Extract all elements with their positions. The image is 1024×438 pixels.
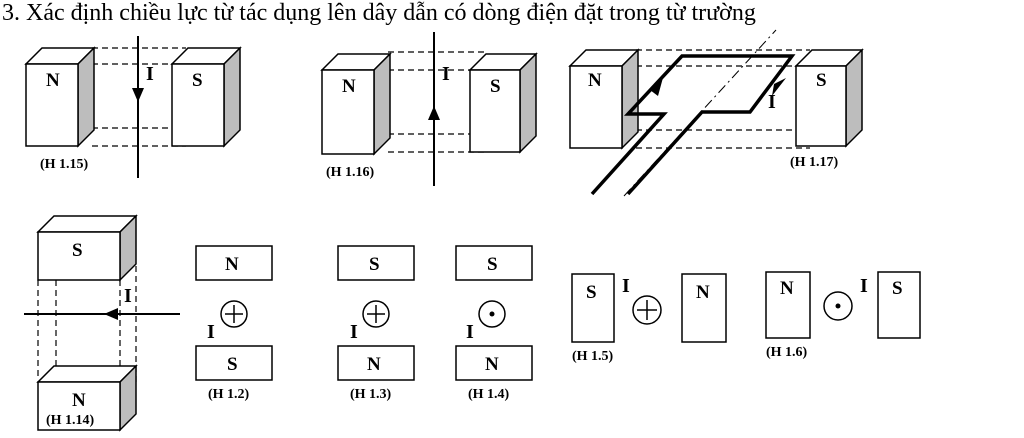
pole-label-s: S: [490, 76, 501, 97]
pole-label-s: S: [72, 240, 83, 261]
pole-label-n: N: [342, 76, 356, 97]
magnet-north-h1-17: N: [568, 48, 640, 150]
magnet-north-h1-3: [337, 345, 415, 381]
current-arrow-loop-up: [650, 74, 664, 96]
figure-caption: (H 1.17): [790, 155, 839, 170]
current-arrow-left: [104, 308, 118, 320]
pole-label-s: S: [487, 254, 498, 275]
field-region-h1-16: [388, 51, 484, 153]
figure-caption: (H 1.3): [350, 387, 392, 402]
magnet-north-h1-16: N: [320, 52, 392, 156]
current-label: I: [860, 275, 868, 297]
exercise-title: 3. Xác định chiều lực từ tác dụng lên dâ…: [2, 0, 756, 26]
pole-label-s: S: [227, 354, 238, 375]
field-region-h1-15: [92, 47, 186, 147]
field-region-h1-14: [37, 266, 137, 382]
pole-label-s: S: [586, 282, 597, 303]
figure-h1-6: N I S (H 1.6): [765, 271, 921, 360]
pole-label-s: S: [892, 278, 903, 299]
current-arrow-up: [428, 106, 440, 120]
current-label: I: [350, 321, 358, 343]
figure-caption: (H 1.16): [326, 165, 375, 180]
magnet-north-h1-15: N: [24, 46, 96, 148]
magnet-south-h1-2: [195, 345, 273, 381]
current-label: I: [124, 285, 132, 307]
magnet-north-h1-2: [195, 245, 273, 281]
magnet-south-h1-5: [571, 273, 615, 343]
current-label: I: [466, 321, 474, 343]
figure-caption: (H 1.15): [40, 157, 89, 172]
figure-h1-14: S I N (H 1.14): [24, 214, 180, 432]
figure-h1-2: N I S (H 1.2): [195, 245, 273, 402]
figure-caption: (H 1.5): [572, 349, 614, 364]
pole-label-n: N: [367, 354, 381, 375]
current-label: I: [207, 321, 215, 343]
pole-label-n: N: [72, 390, 86, 411]
magnet-south-h1-6: [877, 271, 921, 339]
pole-label-s: S: [369, 254, 380, 275]
magnet-south-h1-14: S: [36, 214, 138, 282]
pole-label-n: N: [780, 278, 794, 299]
current-arrow-down: [132, 88, 144, 102]
pole-label-s: S: [192, 70, 203, 91]
pole-label-n: N: [46, 70, 60, 91]
figure-caption: (H 1.4): [468, 387, 510, 402]
current-label: I: [146, 63, 154, 85]
figure-h1-17: N I S (H 1.17): [568, 29, 864, 197]
field-region-h1-17: [636, 49, 810, 149]
magnet-north-h1-5: [681, 273, 727, 343]
magnet-south-h1-15: S: [170, 46, 242, 148]
magnet-north-h1-14: N (H 1.14): [36, 364, 138, 432]
figure-h1-16: N S I (H 1.16): [320, 32, 538, 186]
figure-h1-15: N S I (H 1.15): [24, 36, 242, 178]
figure-caption: (H 1.14): [46, 413, 95, 428]
magnet-south-h1-3: [337, 245, 415, 281]
figure-h1-3: S I N (H 1.3): [337, 245, 415, 402]
current-label: I: [442, 63, 450, 85]
pole-label-n: N: [225, 254, 239, 275]
pole-label-s: S: [816, 70, 827, 91]
magnet-north-h1-4: [455, 345, 533, 381]
figure-caption: (H 1.6): [766, 345, 808, 360]
figure-h1-4: S I N (H 1.4): [455, 245, 533, 402]
pole-label-n: N: [696, 282, 710, 303]
figure-h1-5: S I N (H 1.5): [571, 273, 727, 364]
magnet-south-h1-16: S: [468, 52, 538, 154]
pole-label-n: N: [485, 354, 499, 375]
current-label: I: [768, 91, 776, 113]
magnet-south-h1-17: S: [794, 48, 864, 148]
pole-label-n: N: [588, 70, 602, 91]
magnet-north-h1-6: [765, 271, 811, 339]
current-label: I: [622, 275, 630, 297]
magnet-south-h1-4: [455, 245, 533, 281]
current-loop: [590, 54, 796, 196]
current-arrow-loop-down: [772, 78, 786, 96]
figure-caption: (H 1.2): [208, 387, 250, 402]
